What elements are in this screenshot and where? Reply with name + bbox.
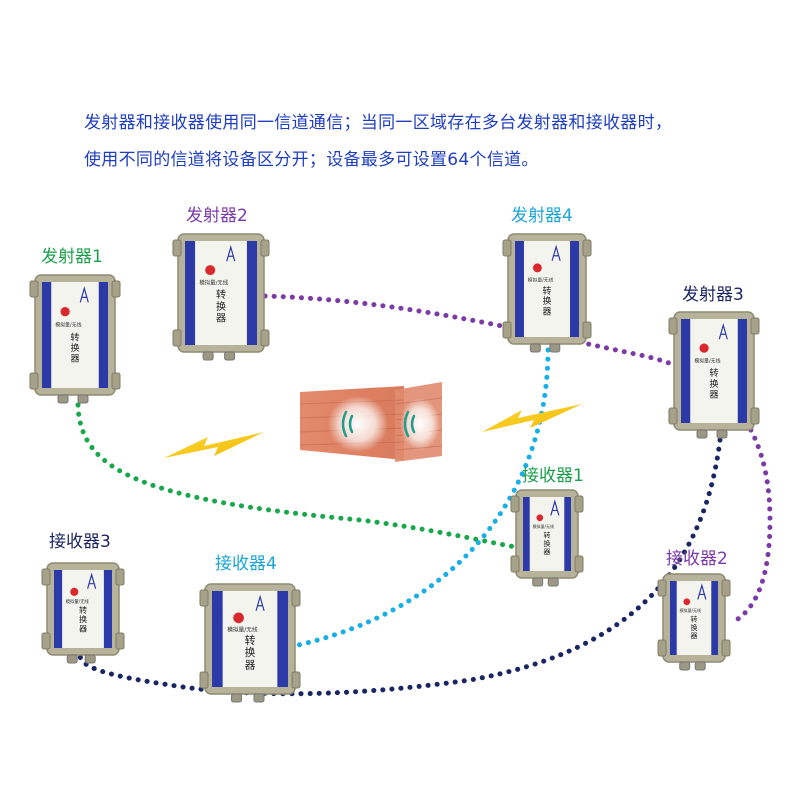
- logo-icon: [683, 598, 691, 606]
- lightning-icon: [164, 432, 264, 458]
- label-rx3: 接收器3: [49, 532, 111, 552]
- antenna-icon: [551, 244, 561, 261]
- label-tx2: 发射器2: [186, 206, 248, 226]
- logo-icon: [699, 343, 709, 353]
- link-tx2-rx2: [262, 293, 773, 625]
- antenna-icon: [226, 245, 236, 262]
- lightning-icon: [482, 404, 582, 432]
- antenna-icon: [79, 286, 89, 303]
- antenna-icon: [550, 499, 560, 516]
- label-tx4: 发射器4: [511, 206, 573, 226]
- device-title: 转换器: [544, 531, 551, 556]
- antenna-icon: [87, 572, 97, 589]
- logo-icon: [205, 265, 216, 276]
- link-tx4-rx4: [282, 347, 551, 651]
- label-rx4: 接收器4: [215, 554, 277, 574]
- label-rx2: 接收器2: [666, 549, 728, 569]
- device-title: 转换器: [79, 605, 87, 634]
- device-subtitle: 模拟量/无线: [528, 276, 554, 283]
- device-subtitle: 模拟量/无线: [227, 625, 258, 633]
- link-layer: [75, 293, 773, 697]
- device-subtitle: 模拟量/无线: [533, 523, 554, 529]
- logo-icon: [532, 263, 542, 273]
- link-tx1-rx1: [75, 402, 525, 551]
- antenna-icon: [255, 594, 265, 611]
- label-tx3: 发射器3: [682, 285, 744, 305]
- device-subtitle: 模拟量/无线: [55, 322, 81, 329]
- logo-icon: [70, 587, 79, 596]
- label-tx1: 发射器1: [41, 247, 103, 267]
- device-title: 转换器: [691, 615, 698, 640]
- description-line-1: 发射器和接收器使用同一信道通信；当同一区域存在多台发射器和接收器时，: [84, 113, 673, 133]
- device-title: 转换器: [245, 634, 256, 671]
- logo-icon: [536, 514, 544, 522]
- device-title: 转换器: [216, 288, 226, 324]
- device-subtitle: 模拟量/无线: [680, 607, 701, 613]
- description-line-2: 使用不同的信道将设备区分开；设备最多可设置64个信道。: [84, 150, 539, 170]
- wireless-signal-icon: [341, 410, 416, 438]
- link-tx3-rx3: [77, 437, 723, 697]
- device-title: 转换器: [709, 367, 718, 400]
- device-title: 转换器: [70, 331, 79, 364]
- label-rx1: 接收器1: [522, 466, 584, 486]
- device-subtitle: 模拟量/无线: [199, 279, 228, 287]
- antenna-icon: [718, 323, 728, 340]
- device-subtitle: 模拟量/无线: [66, 598, 90, 605]
- logo-icon: [233, 612, 244, 624]
- wall-icon: [299, 382, 443, 462]
- antenna-icon: [697, 583, 707, 600]
- logo-icon: [60, 307, 70, 317]
- device-title: 转换器: [543, 285, 552, 318]
- device-layer: 模拟量/无线转换器模拟量/无线转换器模拟量/无线转换器模拟量/无线转换器模拟量/…: [29, 233, 760, 703]
- device-subtitle: 模拟量/无线: [694, 358, 720, 365]
